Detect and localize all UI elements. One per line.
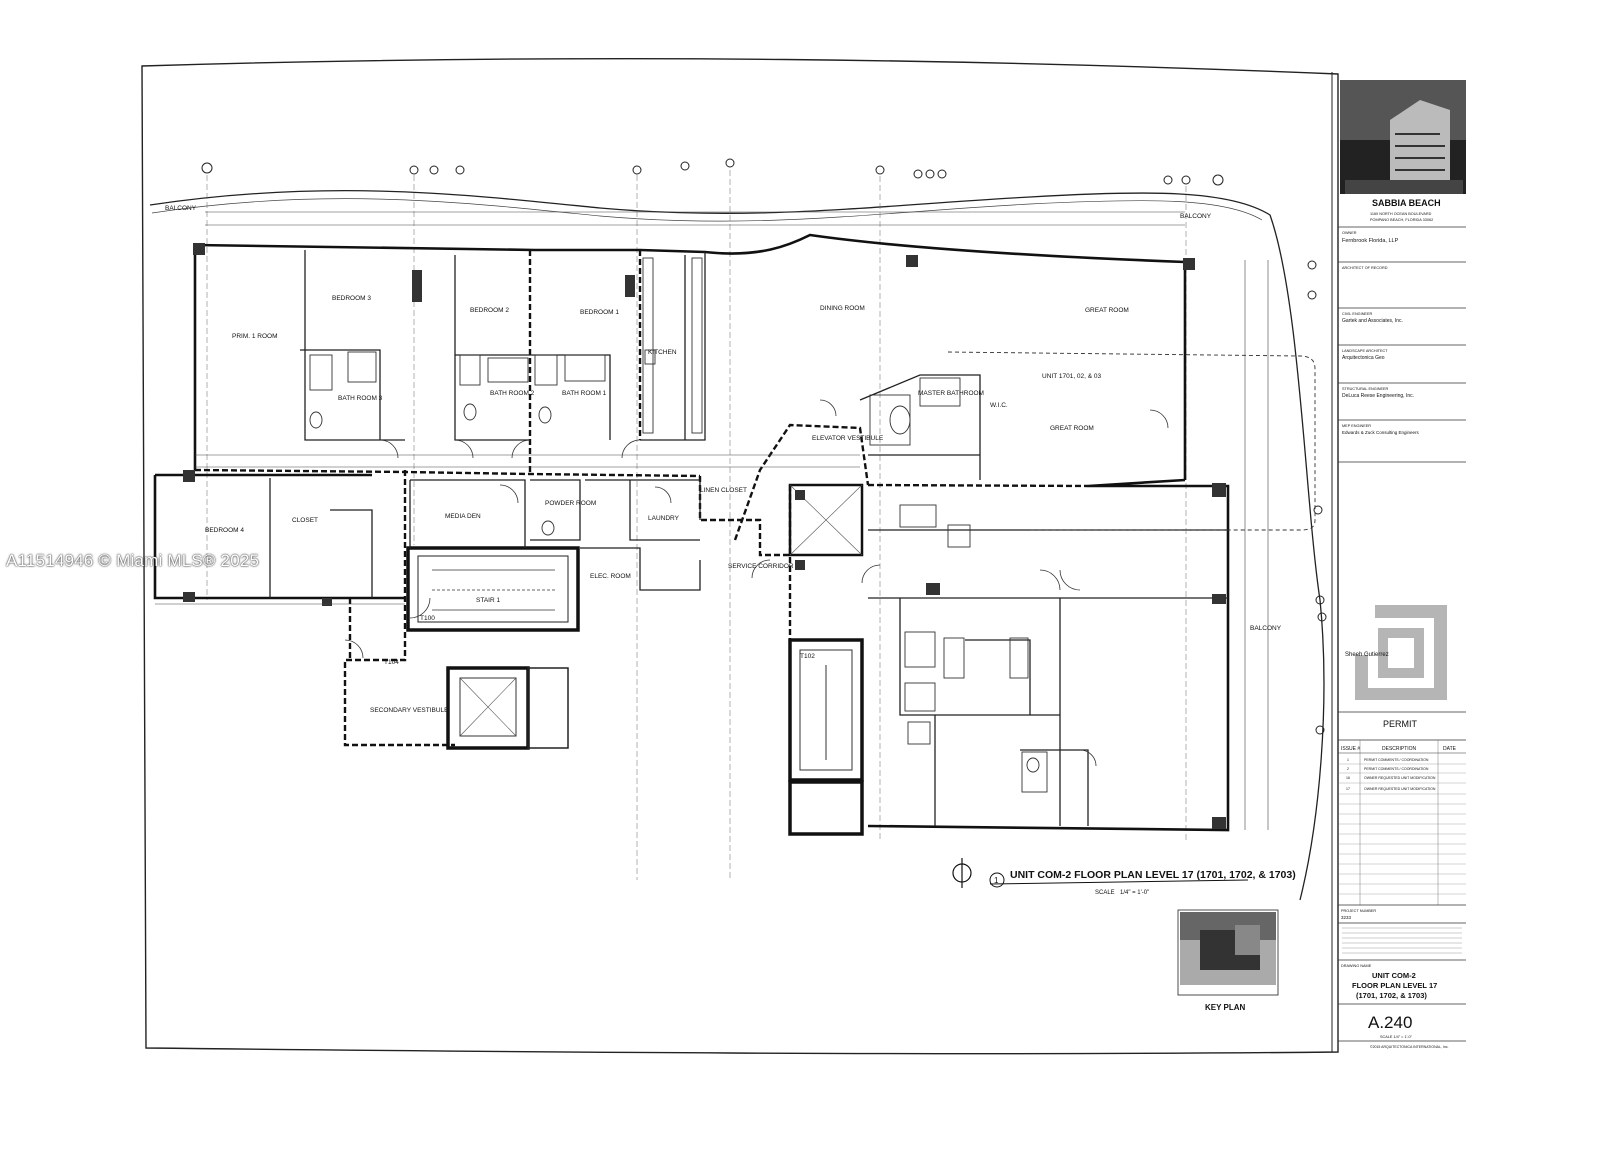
room-label-bedroom-3: BEDROOM 3 [332, 295, 371, 302]
issue-header-desc: DESCRIPTION [1382, 746, 1417, 752]
status-label: PERMIT [1383, 719, 1418, 729]
scale-value: 1/4" = 1'-0" [1120, 890, 1149, 896]
issue-num: 1 [1347, 758, 1349, 762]
plan-number: 1 [994, 876, 999, 885]
room-label-great-room: GREAT ROOM [1050, 425, 1094, 432]
room-label-primary: PRIM. 1 ROOM [232, 333, 278, 340]
civil-label: CIVIL ENGINEER [1342, 312, 1372, 316]
room-label-kitchen: KITCHEN [648, 349, 677, 356]
project-address: 1160 NORTH OCEAN BOULEVARD [1370, 212, 1432, 216]
architect-label: ARCHITECT OF RECORD [1342, 266, 1388, 270]
room-label-closet: CLOSET [292, 517, 318, 524]
civil-name: Gartek and Associates, Inc. [1342, 318, 1403, 324]
door-tag-t104: T104 [384, 659, 399, 666]
plan-title: UNIT COM-2 FLOOR PLAN LEVEL 17 (1701, 17… [1010, 869, 1296, 881]
structural-name: DeLuca Reese Engineering, Inc. [1342, 393, 1414, 399]
room-label-linen-closet: LINEN CLOSET [700, 487, 747, 494]
door-tag-t100: T100 [420, 615, 435, 622]
room-label-laundry: LAUNDRY [648, 515, 680, 522]
issue-num: 2 [1347, 767, 1349, 771]
room-label-elevator-vestibule: ELEVATOR VESTIBULE [812, 435, 884, 442]
sheet-border [141, 57, 1339, 1055]
right-stairs [788, 483, 864, 836]
mep-label: MEP ENGINEER [1342, 424, 1371, 428]
issue-desc: PERMIT COMMENTS / COORDINATION [1364, 758, 1429, 762]
room-label-wic: W.I.C. [990, 402, 1008, 409]
room-label-secondary-vestibule: SECONDARY VESTIBULE [370, 707, 449, 714]
drawing-name-line-2: FLOOR PLAN LEVEL 17 [1352, 981, 1437, 990]
room-label-master-bath: MASTER BATHROOM [918, 390, 984, 397]
balcony-edge-inner [151, 198, 1263, 222]
copyright: ©2015 ARQUITECTONICA INTERNATIONAL, Inc. [1370, 1045, 1449, 1049]
unit-label: UNIT 1701, 02, & 03 [1042, 373, 1102, 380]
balcony-label-left: BALCONY [165, 205, 197, 212]
project-number-label: PROJECT NUMBER [1341, 909, 1376, 913]
room-label-service-corridor: SERVICE CORRIDOR [728, 563, 794, 570]
room-labels: PRIM. 1 ROOM BEDROOM 3 BEDROOM 2 BEDROOM… [165, 205, 1282, 714]
owner-name: Fernbrook Florida, LLP [1342, 238, 1399, 244]
project-name: SABBIA BEACH [1372, 198, 1441, 208]
issue-rows: 1 PERMIT COMMENTS / COORDINATION 2 PERMI… [1346, 758, 1436, 791]
plan-title-block: 1 UNIT COM-2 FLOOR PLAN LEVEL 17 (1701, … [952, 858, 1296, 896]
interior-partitions [269, 250, 1228, 826]
kitchen-counters [642, 257, 703, 434]
room-label-bath-1: BATH ROOM 1 [562, 390, 607, 397]
room-label-bedroom-2: BEDROOM 2 [470, 307, 509, 314]
issue-header-num: ISSUE # [1341, 746, 1360, 752]
issue-header-date: DATE [1443, 746, 1457, 752]
title-block: SABBIA BEACH 1160 NORTH OCEAN BOULEVARD … [1331, 72, 1466, 1052]
balcony-boundary [947, 351, 1316, 531]
bathroom-fixtures [309, 351, 1048, 793]
dimension-lines [155, 211, 1269, 830]
sheet-scale: SCALE 1/4" = 1'-0" [1380, 1035, 1413, 1039]
room-label-media-den: MEDIA DEN [445, 513, 481, 520]
balcony-label-right: BALCONY [1180, 213, 1212, 220]
key-plan: KEY PLAN [1177, 909, 1279, 1012]
room-label-bath-3: BATH ROOM 3 [338, 395, 383, 402]
grid-lines [206, 170, 1187, 880]
scale-label: SCALE [1095, 890, 1115, 896]
exterior-walls [153, 233, 1230, 832]
dashed-walls [194, 250, 1089, 747]
mls-watermark: A11514946 © Miami MLS® 2025 [6, 551, 260, 570]
room-label-bedroom-4: BEDROOM 4 [205, 527, 244, 534]
room-label-great-room-top: GREAT ROOM [1085, 307, 1129, 314]
mep-name: Edwards & Zuck Consulting Engineers [1342, 430, 1420, 435]
grid-bubbles [201, 158, 1327, 735]
door-swings [344, 399, 1169, 767]
issue-num: 17 [1346, 787, 1350, 791]
room-label-bath-2: BATH ROOM 2 [490, 390, 535, 397]
room-label-elec-room: ELEC. ROOM [590, 573, 631, 580]
structural-label: STRUCTURAL ENGINEER [1342, 387, 1389, 391]
room-label-stair-1: STAIR 1 [476, 597, 500, 604]
elevator-core [446, 666, 569, 750]
issue-desc: OWNER REQUESTED UNIT MODIFICATION [1364, 787, 1436, 791]
room-label-powder-room: POWDER ROOM [545, 500, 596, 507]
room-label-bedroom-1: BEDROOM 1 [580, 309, 619, 316]
owner-label: OWNER [1342, 231, 1357, 235]
balcony-label-far-right: BALCONY [1250, 625, 1282, 632]
door-tag-t102: T102 [800, 653, 815, 660]
drawing-name-line-3: (1701, 1702, & 1703) [1356, 991, 1427, 1000]
issue-num: 16 [1346, 776, 1350, 780]
project-city: POMPANO BEACH, FLORIDA 33062 [1370, 218, 1433, 222]
issue-desc: OWNER REQUESTED UNIT MODIFICATION [1364, 776, 1436, 780]
drawing-name-label: DRAWING NAME [1341, 964, 1372, 968]
issue-desc: PERMIT COMMENTS / COORDINATION [1364, 767, 1429, 771]
balcony-edge [149, 190, 1325, 901]
room-label-dining: DINING ROOM [820, 305, 865, 312]
drawing-name-line-1: UNIT COM-2 [1372, 971, 1416, 980]
project-number: 3233 [1341, 915, 1352, 920]
landscape-label: LANDSCAPE ARCHITECT [1342, 349, 1388, 353]
logo-text: Sheeh Gutierrez [1345, 652, 1389, 658]
firm-logo: Sheeh Gutierrez [1345, 605, 1447, 700]
columns [183, 243, 1226, 829]
landscape-name: Arquitectonica Geo [1342, 355, 1385, 361]
key-plan-label: KEY PLAN [1205, 1003, 1246, 1012]
stair-1-enclosure [406, 546, 580, 632]
sheet-number: A.240 [1368, 1013, 1412, 1032]
